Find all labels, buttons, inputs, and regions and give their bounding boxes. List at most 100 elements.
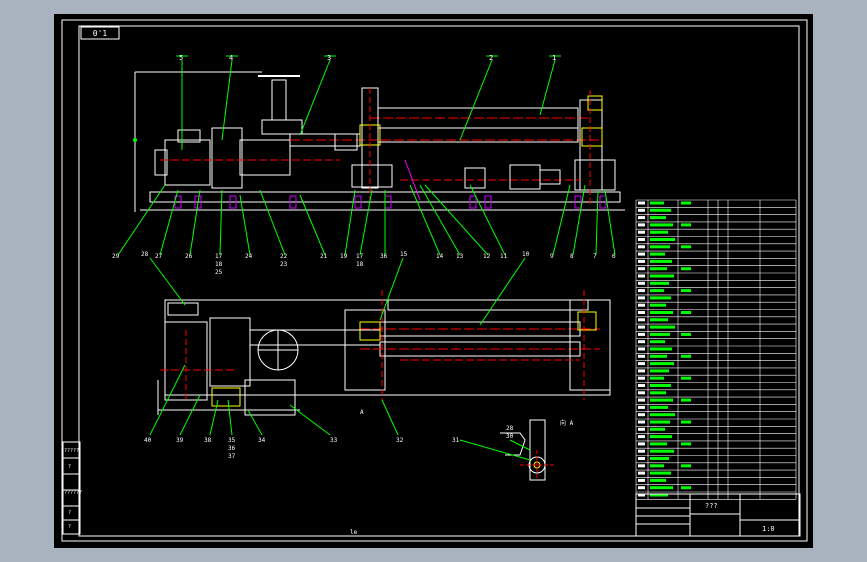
leaders-top: [176, 55, 561, 150]
balloon-32: 32: [396, 437, 404, 444]
bom-material-mark: [681, 464, 691, 468]
balloon-36b: 36: [228, 445, 236, 452]
bom-row-number-mark: [638, 464, 645, 468]
bom-cell-mark: [650, 427, 665, 431]
bom-cell-mark: [650, 289, 664, 293]
bom-row-number-mark: [638, 442, 645, 446]
bom-cell-mark: [650, 471, 671, 475]
view-a-label: 向 A: [560, 419, 574, 427]
bom-row-number-mark: [638, 340, 645, 344]
drawing-sheet: [54, 14, 813, 548]
bom-material-mark: [681, 420, 691, 424]
balloon-9: 9: [550, 253, 554, 260]
balloon-35: 35: [228, 437, 236, 444]
detail-balloon-28: 28: [506, 425, 514, 432]
balloon-row-elevation: 29 27 26 17 18 25 24 22 23 21 19 17 18 3…: [112, 253, 616, 276]
left-strip-table: [62, 441, 81, 535]
balloon-40: 40: [144, 437, 152, 444]
elevation-view: [133, 71, 625, 212]
balloon-36a: 36: [380, 253, 388, 260]
bom-cell-mark: [650, 354, 667, 358]
bom-material-mark: [681, 398, 691, 402]
balloon-24: 24: [245, 253, 253, 260]
bom-cell-mark: [650, 464, 664, 468]
bom-cell-mark: [650, 223, 673, 227]
bom-cell-mark: [650, 238, 675, 241]
balloon-7: 7: [593, 253, 597, 260]
balloon-2: 2: [489, 54, 493, 62]
outer-border: [61, 19, 808, 542]
parts-list-table: [635, 199, 797, 500]
balloon-13: 13: [456, 253, 464, 260]
balloon-14: 14: [436, 253, 444, 260]
bom-row-number-mark: [638, 223, 645, 227]
balloon-17a: 17: [215, 253, 223, 260]
left-strip-cell-2: ?: [68, 464, 71, 470]
balloon-8: 8: [570, 253, 574, 260]
section-label-a: A: [360, 409, 364, 416]
bom-row-number-mark: [638, 362, 645, 366]
balloon-10: 10: [522, 251, 530, 258]
balloon-18b: 18: [356, 261, 364, 268]
balloon-4: 4: [229, 54, 233, 62]
bom-row-number-mark: [638, 369, 645, 373]
bom-material-mark: [681, 311, 691, 314]
balloon-38: 38: [204, 437, 212, 444]
bom-row-number-mark: [638, 405, 645, 409]
balloon-19: 19: [340, 253, 348, 260]
detail-balloon-31: 31: [452, 437, 460, 444]
balloon-22: 22: [280, 253, 288, 260]
bom-row-number-mark: [638, 325, 645, 329]
bom-row-number-mark: [638, 245, 645, 249]
bom-row-number-mark: [638, 391, 645, 395]
bom-cell-mark: [650, 311, 673, 314]
bom-material-mark: [681, 223, 691, 227]
bom-row-number-mark: [638, 471, 645, 475]
title-block-name: ???: [705, 502, 718, 510]
bom-cell-mark: [650, 259, 672, 263]
bom-row-number-mark: [638, 311, 645, 314]
bom-cell-mark: [650, 442, 667, 446]
bom-cell-mark: [650, 493, 668, 497]
detail-balloon-30: 30: [506, 433, 514, 440]
bom-cell-mark: [650, 332, 670, 336]
bom-row-number-mark: [638, 435, 645, 439]
leaders-plan: [149, 257, 526, 436]
balloon-row-plan: 28 15 10 40 39 38 35 36 37 34 33 32: [141, 251, 530, 460]
bom-row-number-mark: [638, 457, 645, 460]
title-block: [635, 493, 801, 537]
bom-row-number-mark: [638, 478, 645, 482]
balloon-23: 23: [280, 261, 288, 268]
bom-row-number-mark: [638, 267, 645, 271]
balloon-17b: 17: [356, 253, 364, 260]
bom-cell-mark: [650, 230, 668, 234]
bom-row-number-mark: [638, 354, 645, 358]
detail-view-a: [459, 419, 555, 481]
bom-cell-mark: [650, 340, 665, 344]
bom-cell-mark: [650, 478, 666, 482]
bom-cell-mark: [650, 303, 666, 307]
bom-cell-mark: [650, 274, 674, 278]
bom-row-number-mark: [638, 259, 645, 263]
bom-row-number-mark: [638, 413, 645, 417]
bom-cell-mark: [650, 252, 665, 256]
balloon-26: 26: [185, 253, 193, 260]
bom-cell-mark: [650, 369, 669, 373]
bom-cell-mark: [650, 413, 675, 417]
bom-cell-mark: [650, 457, 669, 460]
bom-material-mark: [681, 267, 691, 271]
bom-material-mark: [681, 486, 691, 490]
bom-cell-mark: [650, 201, 664, 205]
left-strip-cell-1: ?????: [64, 448, 79, 454]
bom-cell-mark: [650, 318, 668, 322]
balloon-5: 5: [179, 54, 183, 62]
bom-cell-mark: [650, 267, 667, 271]
bom-cell-mark: [650, 486, 673, 490]
bom-row-number-mark: [638, 493, 645, 497]
bom-cell-mark: [650, 384, 671, 387]
bom-row-number-mark: [638, 201, 645, 205]
bom-row-number-mark: [638, 230, 645, 234]
bom-row-number-mark: [638, 384, 645, 387]
bom-cell-mark: [650, 216, 666, 220]
